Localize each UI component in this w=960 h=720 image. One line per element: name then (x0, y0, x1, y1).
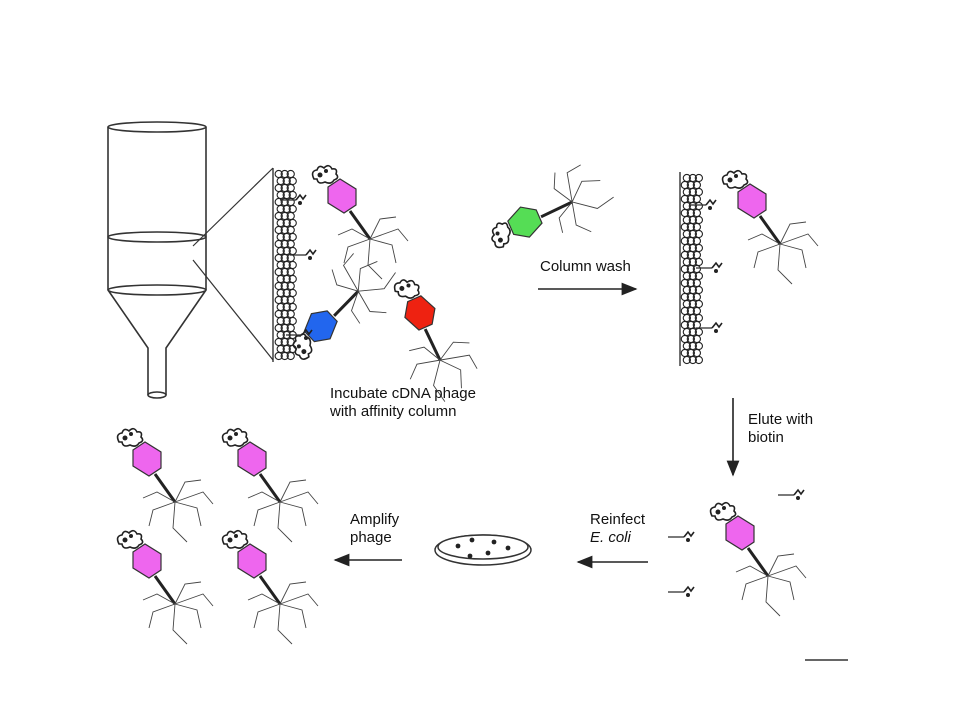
colony-dot (467, 553, 473, 559)
ligand-glyph (696, 321, 723, 333)
reinfect-label-line1: Reinfect (590, 511, 646, 528)
matrix-beads-washed (679, 172, 704, 366)
ligand-glyph (286, 328, 313, 340)
phage-particle (221, 427, 319, 543)
amplify-label-line1: Amplify (350, 511, 400, 528)
plate-colonies (455, 537, 511, 559)
elute-label-line2: biotin (748, 429, 784, 446)
phage-particles (116, 164, 819, 645)
colony-dot (455, 543, 461, 549)
matrix-beads-incubate (272, 168, 297, 362)
incubate-label-line2: with affinity column (330, 403, 457, 420)
elute-label-line1: Elute with (748, 411, 814, 428)
phage-particle (311, 164, 409, 280)
bait-ligands (280, 193, 805, 597)
colony-dot (485, 550, 491, 556)
phage-particle (721, 169, 819, 285)
ligand-glyph (280, 193, 307, 205)
phage-particle (292, 253, 396, 360)
phage-particle (116, 427, 214, 543)
zoom-lines (192, 167, 274, 361)
reinfect-label-line2: E. coli (590, 529, 631, 546)
phage-particle (491, 164, 614, 249)
ligand-glyph (668, 530, 695, 542)
colony-dot (491, 539, 497, 545)
ligand-glyph (290, 248, 317, 260)
ligand-glyph (690, 198, 717, 210)
column-wash-label: Column wash (540, 258, 631, 275)
incubate-label-line1: Incubate cDNA phage (330, 385, 476, 402)
phage-particle (393, 279, 478, 402)
amplify-label-line2: phage (350, 529, 392, 546)
phage-particle (116, 529, 214, 645)
petri-dish (434, 534, 532, 566)
ligand-glyph (668, 585, 695, 597)
ligand-glyph (778, 488, 805, 500)
ligand-glyph (696, 261, 723, 273)
affinity-column (107, 121, 207, 399)
phage-particle (221, 529, 319, 645)
phage-particle (709, 501, 807, 617)
colony-dot (505, 545, 511, 551)
colony-dot (469, 537, 475, 543)
